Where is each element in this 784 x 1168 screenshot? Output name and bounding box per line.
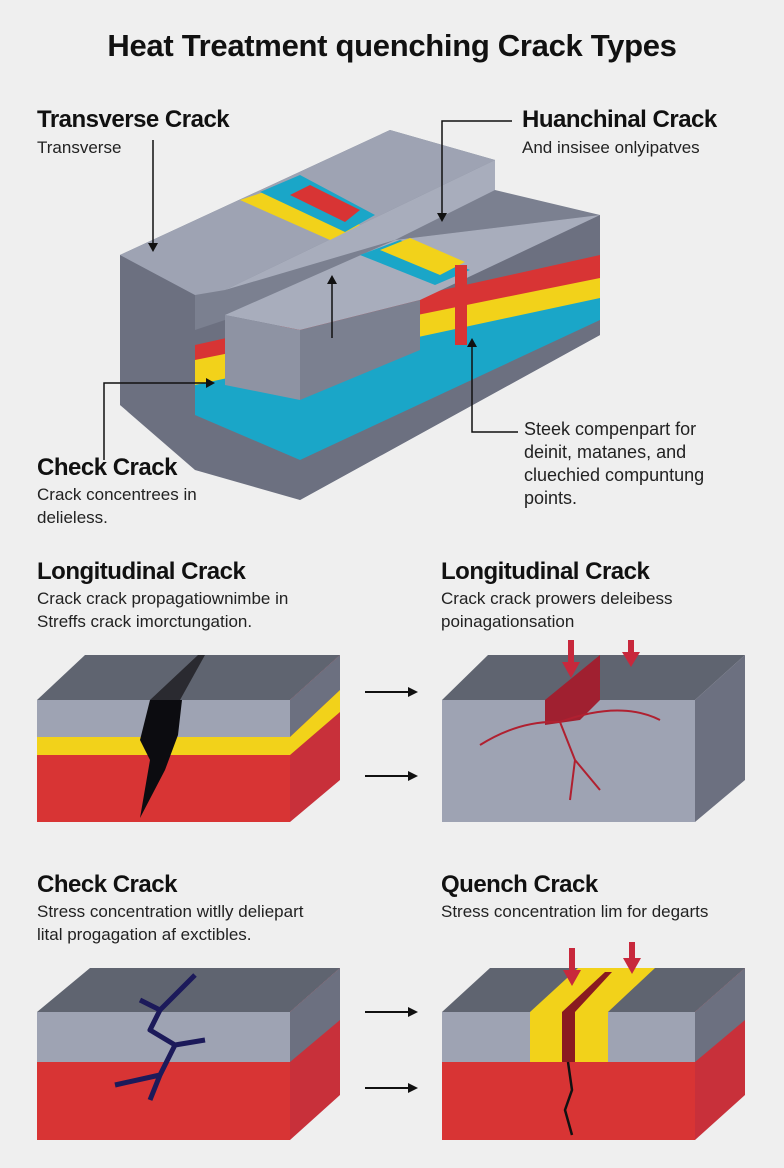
longitudinal-left-desc: Crack crack propagatiownimbe in Streffs … [37,589,289,631]
longitudinal-right-desc: Crack crack prowers deleibess poinagatio… [441,589,673,631]
longitudinal-crack-left-illustration [37,655,340,822]
huanchinal-crack-desc: And insisee onlyipatves [522,138,700,157]
check-crack-heading: Check Crack [37,454,177,481]
check-crack-illustration [37,968,340,1140]
transverse-crack-heading: Transverse Crack [37,106,230,133]
huanchinal-crack-heading: Huanchinal Crack [522,106,717,133]
bottom-check-heading: Check Crack [37,871,177,898]
longitudinal-left-heading: Longitudinal Crack [37,558,246,585]
longitudinal-crack-right-illustration [442,640,745,822]
quench-crack-heading: Quench Crack [441,871,598,898]
steek-desc: Steek compenpart for deinit, matanes, an… [524,419,705,508]
main-steel-block-illustration [103,120,600,500]
bottom-check-desc: Stress concentration witlly deliepart li… [37,902,304,944]
quench-crack-illustration [442,942,745,1140]
check-crack-desc: Crack concentrees in delieless. [37,485,197,527]
quench-crack-desc: Stress concentration lim for degarts [441,902,709,921]
transverse-crack-desc: Transverse [37,138,122,157]
longitudinal-right-heading: Longitudinal Crack [441,558,650,585]
page-title: Heat Treatment quenching Crack Types [107,28,677,63]
arrow-icons [365,687,418,1093]
